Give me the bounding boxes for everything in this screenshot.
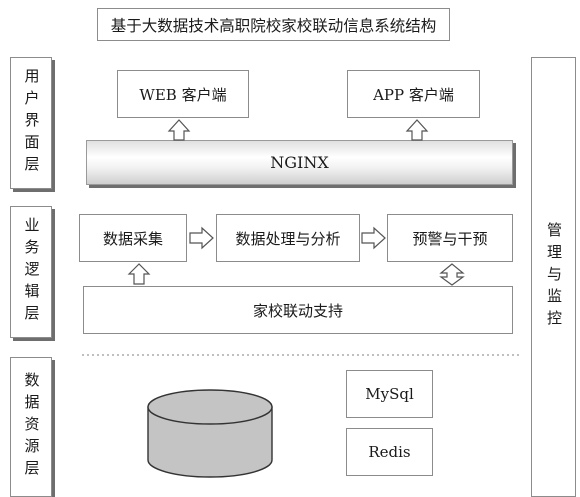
app-client-box: APP 客户端 [347,70,480,118]
up-arrow-to-data-collection [127,263,151,285]
database-cylinder-icon [147,389,273,478]
layer-label-business-logic: 业务逻辑层 [10,206,52,338]
right-arrow-collect-to-process [189,226,214,250]
right-arrow-process-to-warning [361,226,386,250]
data-collection-box: 数据采集 [79,214,187,262]
diagram-graphics [82,119,520,478]
diagram-title: 基于大数据技术高职院校家校联动信息系统结构 [97,8,450,41]
data-processing-analysis-box: 数据处理与分析 [216,214,360,262]
management-monitoring-panel: 管理与监控 [531,57,576,497]
web-client-box: WEB 客户端 [117,70,249,118]
mysql-box: MySql [346,370,433,418]
warning-intervention-box: 预警与干预 [387,214,513,262]
up-arrow-to-web-client [167,119,191,141]
layer-label-user-interface: 用户界面层 [10,57,52,189]
home-school-linkage-support-box: 家校联动支持 [83,286,513,334]
nginx-gateway-bar: NGINX [86,140,513,185]
double-arrow-warning-support [439,263,465,286]
redis-box: Redis [346,428,433,476]
up-arrow-to-app-client [405,119,429,141]
